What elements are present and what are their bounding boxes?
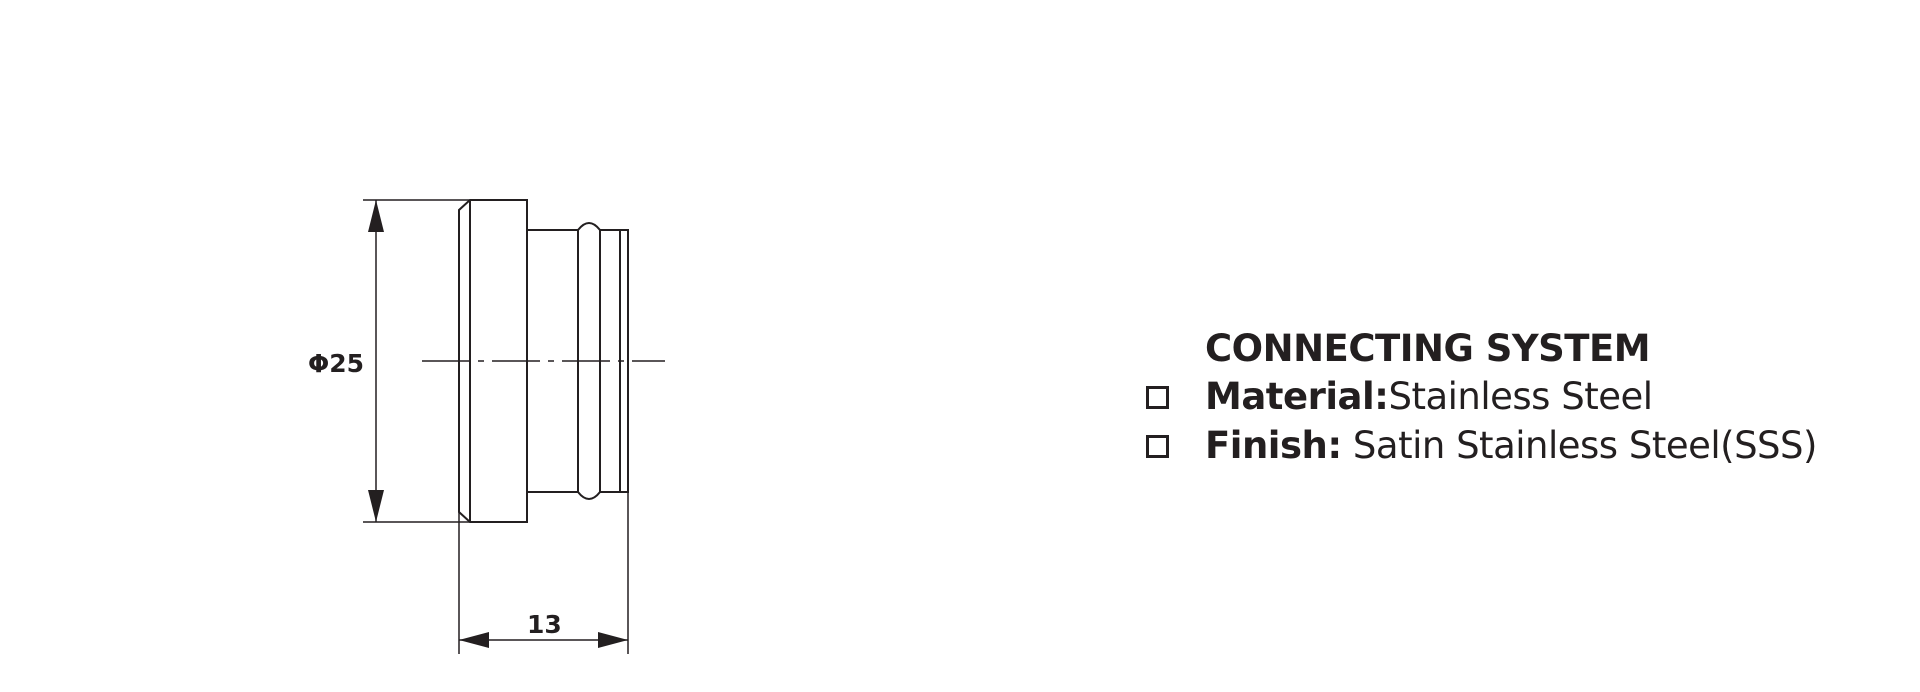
length-arrow-left [459, 632, 489, 648]
spec-item-text: Finish: Satin Stainless Steel(SSS) [1205, 422, 1817, 470]
spec-item-label: Material: [1205, 375, 1389, 418]
diameter-arrow-top [368, 200, 384, 232]
spec-item-text: Material:Stainless Steel [1205, 373, 1653, 421]
fitting-pipe-end [600, 229, 629, 493]
diameter-label: Φ25 [308, 349, 364, 378]
checkbox-icon [1146, 386, 1169, 409]
spec-title: CONNECTING SYSTEM [1205, 327, 1651, 370]
fitting-neck-outline [527, 229, 578, 493]
diameter-arrow-bottom [368, 490, 384, 522]
spec-item-value: Stainless Steel [1388, 375, 1653, 418]
length-arrow-right [598, 632, 628, 648]
length-label: 13 [527, 610, 562, 639]
checkbox-icon [1146, 435, 1169, 458]
diameter-dimension [363, 199, 470, 523]
spec-item-label: Finish: [1205, 424, 1342, 467]
spec-item-value: Satin Stainless Steel(SSS) [1341, 424, 1818, 467]
length-dimension [458, 492, 629, 654]
